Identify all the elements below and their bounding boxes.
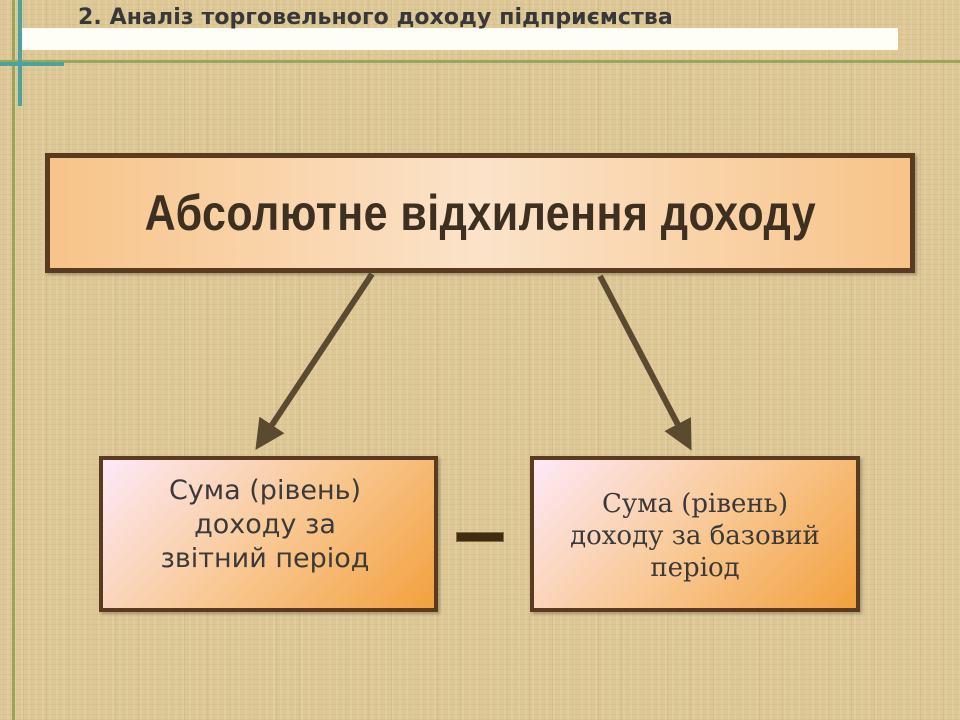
decorative-horizontal-line — [0, 60, 960, 63]
base-period-line-2: доходу за базовий — [570, 521, 820, 551]
base-period-line-3: період — [650, 553, 740, 583]
main-concept-box: Абсолютне відхилення доходу — [45, 153, 915, 273]
decorative-teal-horizontal-line — [0, 62, 64, 66]
main-concept-label: Абсолютне відхилення доходу — [144, 185, 816, 241]
current-period-income-box: Сума (рівень) доходу за звітний період — [99, 456, 438, 612]
minus-operator — [456, 532, 504, 542]
arrow-to-left-box — [255, 272, 375, 451]
current-period-line-3: звітний період — [160, 543, 370, 574]
decorative-teal-vertical-line — [18, 0, 22, 106]
current-period-line-2: доходу за — [194, 509, 336, 540]
base-period-income-box: Сума (рівень) доходу за базовий період — [530, 456, 860, 612]
base-period-line-1: Сума (рівень) — [602, 489, 788, 519]
slide-title: 2. Аналіз торговельного доходу підприємс… — [78, 5, 673, 30]
current-period-line-1: Сума (рівень) — [168, 475, 362, 506]
decorative-vertical-line — [12, 0, 15, 720]
base-period-income-label: Сума (рівень) доходу за базовий період — [534, 488, 856, 584]
title-bar — [22, 28, 898, 50]
arrow-to-right-box — [597, 274, 692, 451]
current-period-income-label: Сума (рівень) доходу за звітний період — [115, 474, 415, 576]
